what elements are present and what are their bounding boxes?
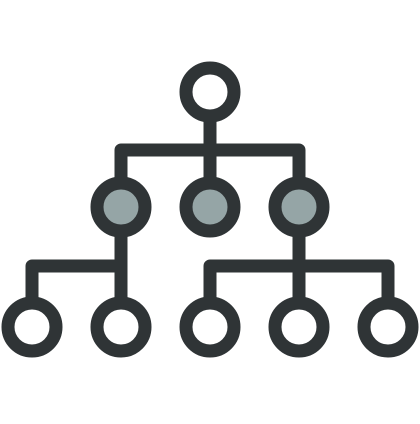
- node-middle-right: [268, 176, 330, 238]
- node-middle-center: [179, 176, 241, 238]
- connector-right-bus: [203, 259, 395, 303]
- node-leaf-5: [357, 296, 419, 358]
- connector-left-branch: [25, 259, 121, 303]
- node-leaf-4: [268, 296, 330, 358]
- node-group: [1, 61, 419, 358]
- node-leaf-3: [179, 296, 241, 358]
- node-leaf-2: [90, 296, 152, 358]
- node-root: [179, 61, 241, 123]
- node-middle-left: [90, 176, 152, 238]
- connector-lines: [25, 116, 395, 303]
- node-leaf-1: [1, 296, 63, 358]
